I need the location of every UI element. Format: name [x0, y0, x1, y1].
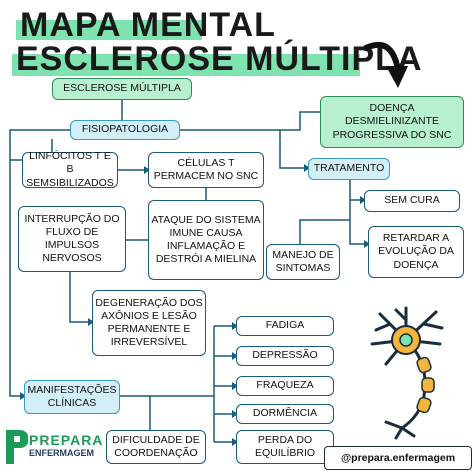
- title-line-2: ESCLEROSE MÚLTIPLA: [16, 40, 423, 78]
- node-interrupcao[interactable]: INTERRUPÇÃO DO FLUXO DE IMPULSOS NERVOSO…: [18, 206, 126, 272]
- node-depressao[interactable]: DEPRESSÃO: [236, 346, 334, 366]
- neuron-icon: [370, 306, 444, 440]
- node-sem-cura[interactable]: SEM CURA: [364, 190, 460, 212]
- node-manifestacoes[interactable]: MANIFESTAÇÕES CLÍNICAS: [24, 380, 120, 414]
- title-line-1: MAPA MENTAL: [20, 6, 276, 44]
- node-fisiopatologia[interactable]: FISIOPATOLOGIA: [70, 120, 180, 140]
- brand-logo-icon: [6, 430, 28, 464]
- node-linfocitos[interactable]: LINFÓCITOS T E B SEMSIBILIZADOS: [22, 150, 118, 189]
- node-root[interactable]: ESCLEROSE MÚLTIPLA: [52, 78, 192, 100]
- title-highlight-2: [12, 54, 360, 76]
- title-highlight-1: [16, 20, 202, 40]
- node-ataque[interactable]: ATAQUE DO SISTEMA IMUNE CAUSA INFLAMAÇÃO…: [148, 200, 264, 280]
- node-fraqueza[interactable]: FRAQUEZA: [236, 376, 334, 396]
- node-manejo[interactable]: MANEJO DE SINTOMAS: [266, 244, 340, 280]
- arrow-curved-icon: [363, 41, 408, 88]
- node-degeneracao[interactable]: DEGENERAÇÃO DOS AXÔNIOS E LESÃO PERMANEN…: [92, 290, 206, 356]
- node-dificuldade[interactable]: DIFICULDADE DE COORDENAÇÃO: [106, 430, 206, 464]
- node-retardar[interactable]: RETARDAR A EVOLUÇÃO DA DOENÇA: [368, 226, 464, 278]
- social-handle[interactable]: @prepara.enfermagem: [324, 446, 472, 470]
- brand-subtitle: ENFERMAGEM: [29, 448, 94, 458]
- node-tratamento[interactable]: TRATAMENTO: [308, 158, 390, 180]
- node-fadiga[interactable]: FADIGA: [236, 316, 334, 336]
- brand-name: PREPARA: [29, 432, 104, 448]
- node-perda[interactable]: PERDA DO EQUILÍBRIO: [236, 430, 334, 464]
- node-doenca[interactable]: DOENÇA DESMIELINIZANTE PROGRESSIVA DO SN…: [320, 96, 464, 148]
- node-dormencia[interactable]: DORMÊNCIA: [236, 404, 334, 424]
- node-celulas[interactable]: CÉLULAS T PERMACEM NO SNC: [148, 152, 264, 188]
